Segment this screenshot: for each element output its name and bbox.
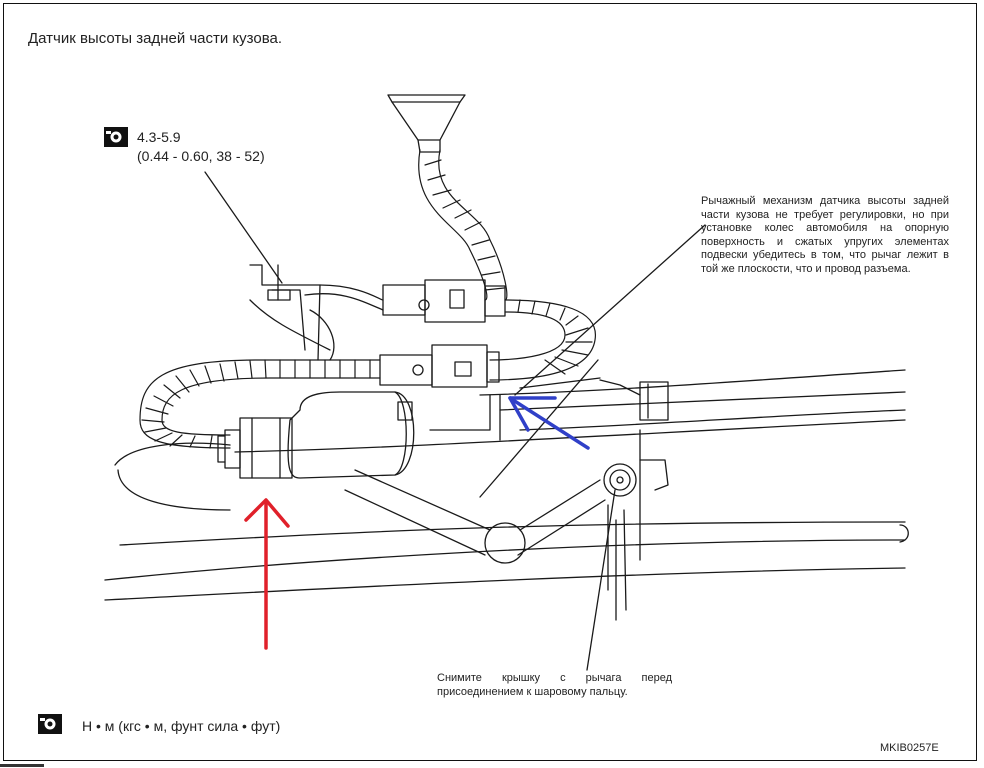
- wire-harness: [139, 149, 596, 449]
- height-sensor-body: [217, 391, 415, 479]
- connector-upper: [382, 279, 506, 323]
- legend-torque-wrench-icon: [38, 714, 62, 734]
- page-edge-mark: [0, 764, 44, 767]
- torque-wrench-icon: [104, 127, 128, 147]
- figure-title: Датчик высоты задней части кузова.: [28, 30, 283, 47]
- red-arrow: [244, 498, 290, 650]
- sensor-lever-arm: [344, 359, 606, 564]
- torque-spec-units: (0.44 - 0.60, 38 - 52): [137, 148, 265, 164]
- torque-spec: 4.3-5.9 (0.44 - 0.60, 38 - 52): [137, 128, 265, 166]
- ball-stud: [603, 463, 637, 497]
- torque-leader-line: [204, 171, 283, 284]
- frame-rail-lines: [104, 369, 909, 621]
- cap-note-leader-line: [586, 489, 616, 671]
- figure-code: MKIB0257E: [880, 742, 939, 754]
- torque-spec-value: 4.3-5.9: [137, 129, 181, 145]
- grommet-boot: [387, 94, 466, 153]
- torque-units-legend: Н • м (кгс • м, фунт сила • фут): [82, 718, 281, 734]
- mounting-bracket: [249, 264, 501, 441]
- blue-arrow: [508, 396, 590, 450]
- lever-adjust-note: Рычажный механизм датчика высоты задней …: [701, 195, 949, 275]
- remove-cap-note: Снимите крышку с рычага перед присоедине…: [437, 672, 672, 698]
- lever-note-leader-line: [514, 224, 706, 396]
- connector-lower: [379, 344, 500, 388]
